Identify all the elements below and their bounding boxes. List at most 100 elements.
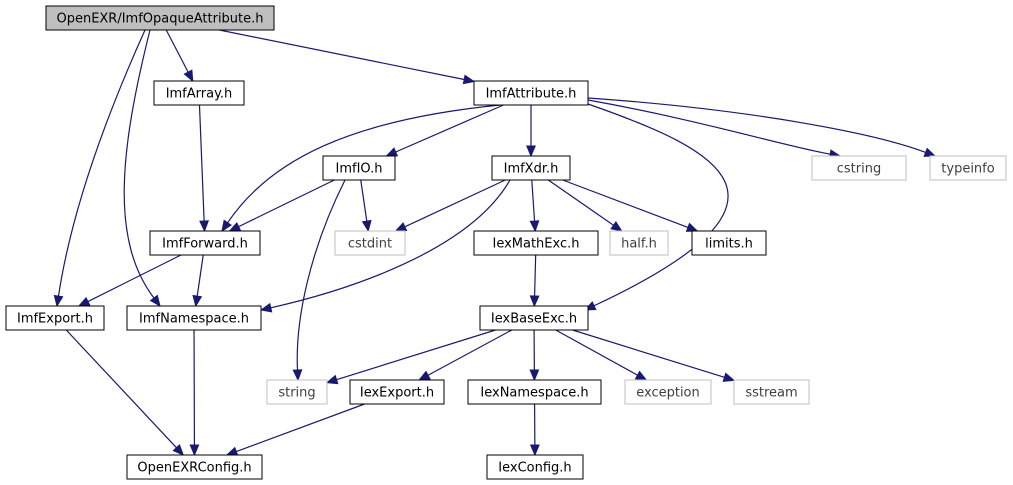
edge-arrowhead [610, 220, 623, 232]
edge-line [360, 179, 368, 222]
edge-line [427, 329, 513, 376]
edges-layer [53, 29, 937, 457]
node-box [479, 305, 589, 331]
edge-line [196, 254, 204, 297]
node-label: IexMathExc.h [492, 237, 579, 252]
edge-imfattribute-to-typeinfo [587, 97, 937, 157]
edge-line [562, 179, 689, 229]
edge-line [123, 29, 155, 299]
edge-imfattribute-to-imfxdr [526, 105, 536, 158]
node-iexexport[interactable]: IexExport.h [349, 379, 445, 405]
edge-arrowhead [228, 221, 242, 232]
node-box [473, 80, 589, 106]
edge-line [533, 254, 537, 297]
edge-imfexport-to-openexrconfig [65, 329, 185, 456]
node-iexnamespace[interactable]: IexNamespace.h [467, 379, 602, 405]
edge-arrowhead [225, 446, 239, 456]
node-half: half.h [609, 230, 669, 256]
edge-root-to-imfarray [165, 29, 194, 83]
node-box [733, 379, 810, 405]
edge-imfxdr-to-half [547, 179, 623, 232]
node-label: ImfExport.h [17, 312, 93, 327]
edge-imfxdr-to-imfnamespace [259, 179, 511, 313]
edge-iexbaseexc-to-exception [555, 329, 648, 381]
node-box [126, 305, 262, 331]
edge-arrowhead [361, 219, 372, 233]
edge-line [165, 29, 189, 73]
node-imfxdr[interactable]: ImfXdr.h [491, 155, 571, 181]
node-box [473, 230, 599, 256]
edge-line [587, 103, 729, 307]
node-root[interactable]: OpenEXR/ImfOpaqueAttribute.h [45, 5, 275, 31]
edge-arrowhead [77, 296, 91, 307]
node-label: sstream [745, 386, 797, 401]
node-box [153, 80, 245, 106]
edge-imfio-to-cstdint [360, 179, 372, 233]
edge-line [219, 29, 465, 81]
edge-arrowhead [385, 147, 399, 157]
edge-imfarray-to-imfforward [198, 104, 210, 233]
edge-line [296, 179, 346, 371]
node-imfforward[interactable]: ImfForward.h [149, 230, 261, 256]
edge-arrowhead [53, 294, 64, 308]
node-box [149, 230, 261, 256]
node-box [491, 155, 571, 181]
edge-line [531, 179, 536, 222]
node-exception: exception [624, 379, 712, 405]
edge-line [404, 179, 506, 228]
node-box [609, 230, 669, 256]
node-openexrconfig[interactable]: OpenEXRConfig.h [126, 454, 263, 480]
edge-iexbaseexc-to-iexexport [418, 329, 513, 381]
node-limits[interactable]: limits.h [691, 230, 767, 256]
edge-root-to-imfexport [53, 29, 146, 308]
edge-imfxdr-to-iexmathexc [529, 179, 540, 233]
node-cstdint: cstdint [334, 230, 406, 256]
node-iexconfig[interactable]: IexConfig.h [486, 454, 584, 480]
edge-line [57, 29, 146, 297]
edge-arrowhead [529, 295, 540, 308]
node-box [349, 379, 445, 405]
node-box [322, 155, 396, 181]
node-typeinfo: typeinfo [929, 155, 1007, 181]
node-label: typeinfo [941, 162, 994, 177]
edge-imfxdr-to-cstdint [394, 179, 506, 232]
node-label: IexBaseExc.h [491, 312, 577, 327]
node-label: cstring [837, 162, 881, 177]
edge-line [587, 97, 926, 153]
node-sstream: sstream [733, 379, 810, 405]
edge-line [555, 329, 638, 376]
edge-root-to-imfnamespace [123, 29, 161, 308]
edge-arrowhead [292, 369, 303, 382]
node-label: ImfArray.h [166, 87, 233, 102]
edge-line [227, 104, 501, 224]
edge-imfxdr-to-limits [562, 179, 699, 232]
node-imfarray[interactable]: ImfArray.h [153, 80, 245, 106]
edge-line [547, 179, 614, 226]
edge-arrowhead [529, 220, 540, 233]
node-label: ImfXdr.h [504, 162, 559, 177]
edge-iexexport-to-openexrconfig [225, 403, 365, 456]
edge-arrowhead [418, 370, 431, 381]
edge-imfforward-to-imfnamespace [192, 254, 204, 308]
edge-imfforward-to-imfexport [77, 254, 182, 307]
edge-imfattribute-to-imfforward [221, 104, 501, 233]
node-label: IexExport.h [360, 386, 434, 401]
edge-iexbaseexc-to-string [325, 329, 496, 385]
node-imfattribute[interactable]: ImfAttribute.h [473, 80, 589, 106]
edge-imfnamespace-to-openexrconfig [189, 329, 200, 457]
node-imfexport[interactable]: ImfExport.h [5, 305, 105, 331]
node-imfio[interactable]: ImfIO.h [322, 155, 396, 181]
edge-line [270, 179, 511, 309]
edge-imfio-to-imfforward [228, 179, 335, 232]
node-imfnamespace[interactable]: ImfNamespace.h [126, 305, 262, 331]
node-box [126, 454, 263, 480]
node-cstring: cstring [811, 155, 907, 181]
node-box [486, 454, 584, 480]
node-iexbaseexc[interactable]: IexBaseExc.h [479, 305, 589, 331]
node-label: half.h [621, 237, 657, 252]
node-box [624, 379, 712, 405]
node-label: IexNamespace.h [480, 386, 588, 401]
node-box [5, 305, 105, 331]
node-iexmathexc[interactable]: IexMathExc.h [473, 230, 599, 256]
